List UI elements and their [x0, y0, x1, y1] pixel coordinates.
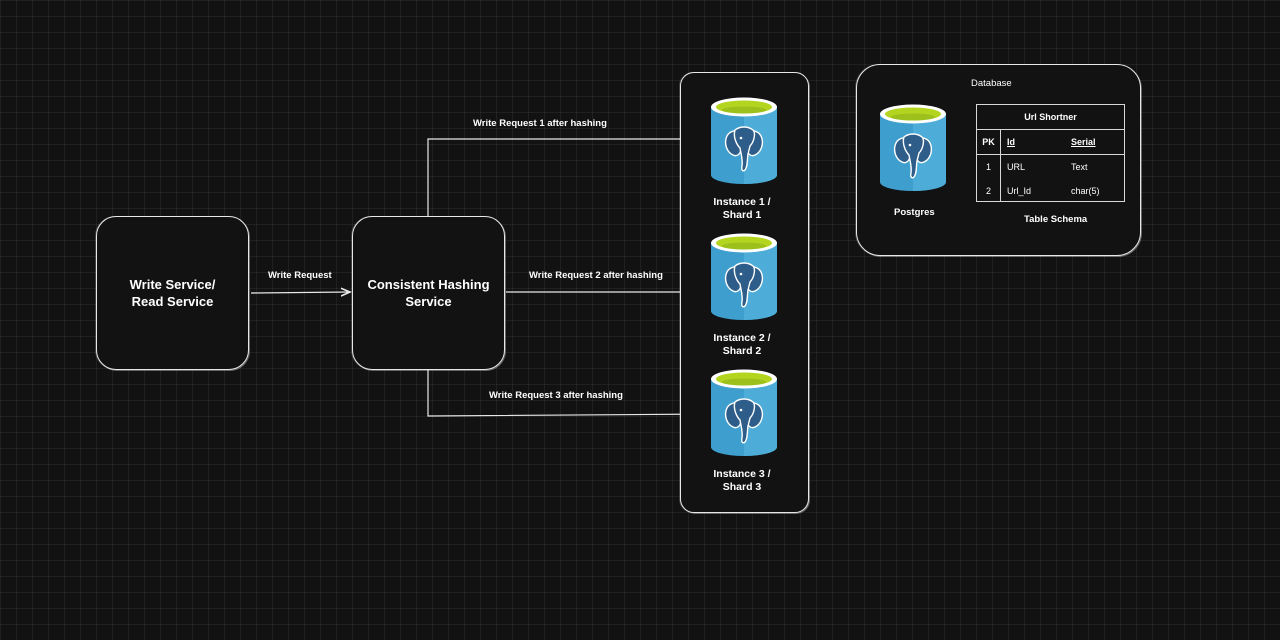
- arrow-shard-1: [427, 139, 708, 216]
- write-read-service-label: Write Service/ Read Service: [129, 277, 216, 309]
- instance-2-db: [710, 232, 778, 329]
- postgres-icon: [711, 97, 777, 184]
- instance-1-db: [710, 96, 778, 193]
- table-schema-caption: Table Schema: [1024, 214, 1088, 225]
- table-row: 2 Url_Id char(5): [977, 179, 1124, 203]
- schema-header-serial: Serial: [1071, 137, 1096, 147]
- edge-label-shard-3: Write Request 3 after hashing: [489, 390, 623, 401]
- schema-cell-id: Url_Id: [1007, 186, 1032, 196]
- schema-table-name: Url Shortner: [977, 105, 1124, 130]
- instance-3-label: Instance 3 / Shard 3: [713, 468, 771, 493]
- schema-cell-pk: 2: [985, 186, 991, 196]
- postgres-label: Postgres: [894, 207, 935, 218]
- postgres-icon: [711, 369, 777, 456]
- schema-cell-serial: char(5): [1071, 186, 1100, 196]
- schema-cell-pk: 1: [985, 162, 991, 172]
- schema-divider: [1000, 129, 1001, 202]
- postgres-icon: [880, 104, 946, 191]
- instance-2-label: Instance 2 / Shard 2: [713, 332, 771, 357]
- consistent-hashing-service-label: Consistent Hashing Service: [367, 277, 490, 309]
- arrow-write-request: [250, 292, 350, 293]
- edge-label-write-request: Write Request: [268, 270, 332, 281]
- edge-label-shard-2: Write Request 2 after hashing: [529, 270, 663, 281]
- consistent-hashing-service-node[interactable]: Consistent Hashing Service: [352, 216, 505, 370]
- schema-cell-id: URL: [1007, 162, 1026, 172]
- schema-header-id: Id: [1007, 137, 1015, 147]
- postgres-icon: [711, 233, 777, 320]
- database-title: Database: [971, 78, 1012, 89]
- table-row: 1 URL Text: [977, 155, 1124, 179]
- schema-table: Url Shortner PK Id Serial 1 URL Text 2 U…: [976, 104, 1125, 202]
- instance-1-label: Instance 1 / Shard 1: [713, 196, 771, 221]
- edge-label-shard-1: Write Request 1 after hashing: [473, 118, 607, 129]
- arrow-shard-3: [427, 369, 713, 416]
- instance-3-db: [710, 368, 778, 465]
- schema-header-pk: PK: [982, 137, 995, 147]
- schema-cell-serial: Text: [1071, 162, 1088, 172]
- database-engine-db: [879, 103, 947, 200]
- schema-header-row: PK Id Serial: [977, 130, 1124, 155]
- write-read-service-node[interactable]: Write Service/ Read Service: [96, 216, 249, 370]
